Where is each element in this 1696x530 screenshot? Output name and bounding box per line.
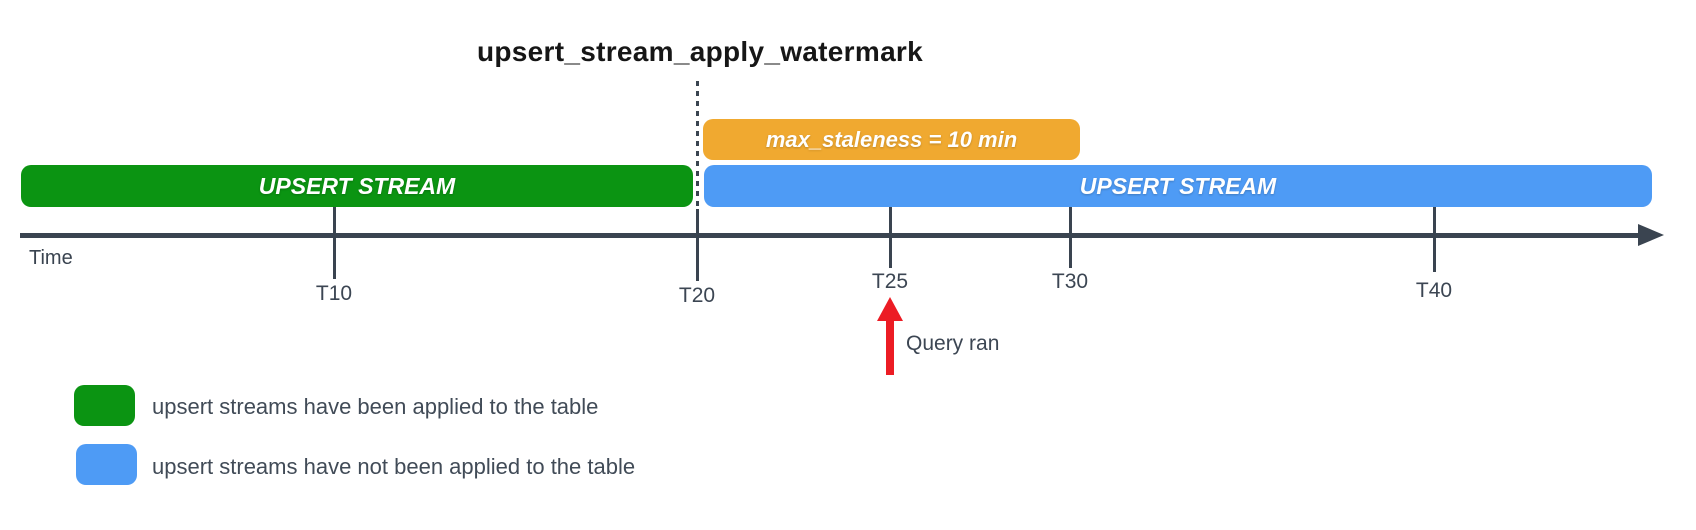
tick-t40 [1433,207,1436,272]
diagram-title: upsert_stream_apply_watermark [476,36,924,67]
tick-label-t10: T10 [315,282,353,305]
max-staleness-bar: max_staleness = 10 min [703,119,1080,160]
max-staleness-label: max_staleness = 10 min [765,126,1018,152]
time-axis-arrowhead-icon [1638,224,1664,246]
upsert-stream-unapplied-bar: UPSERT STREAM [704,165,1652,207]
query-ran-arrow-shaft [886,318,894,375]
tick-t20 [696,209,699,281]
watermark-dashed-line [696,81,699,209]
upsert-stream-unapplied-label: UPSERT STREAM [1079,172,1277,199]
tick-t30 [1069,207,1072,268]
legend-swatch-applied [74,385,135,426]
upsert-stream-applied-label: UPSERT STREAM [258,172,456,199]
query-ran-label: Query ran [906,332,1000,355]
tick-t25 [889,207,892,268]
legend-label-applied: upsert streams have been applied to the … [152,394,599,419]
tick-label-t40: T40 [1415,279,1453,302]
tick-label-t30: T30 [1051,270,1089,293]
tick-label-t20: T20 [678,284,716,307]
query-ran-arrow-icon [877,297,903,321]
tick-label-t25: T25 [871,270,909,293]
upsert-stream-applied-bar: UPSERT STREAM [21,165,693,207]
tick-t10 [333,207,336,279]
legend-swatch-unapplied [76,444,137,485]
legend-label-unapplied: upsert streams have not been applied to … [152,454,636,479]
time-axis-label: Time [29,247,73,269]
time-axis-line [20,233,1642,238]
